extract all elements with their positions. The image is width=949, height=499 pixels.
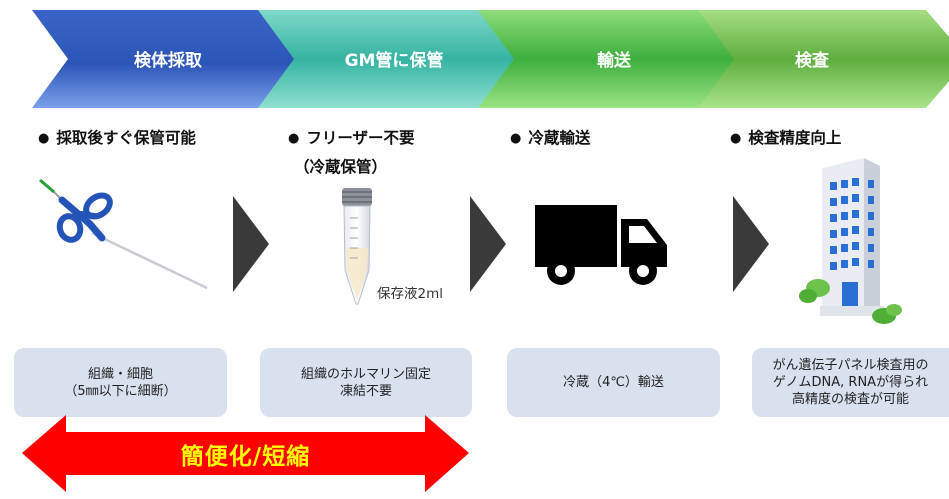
liquid-volume-label: 保存液2ml	[377, 286, 443, 302]
step-chevron-transport: 輸送	[478, 8, 750, 110]
step-label: 検査	[795, 50, 829, 71]
bullet-text: 採取後すぐ保管可能	[56, 129, 196, 147]
biopsy-needle-icon	[39, 178, 208, 290]
step-chevron-testing: 検査	[698, 8, 949, 110]
step-label: 輸送	[597, 50, 631, 71]
info-line: 凍結不要	[339, 383, 392, 399]
info-box-testing: がん遺伝子パネル検査用の ゲノムDNA, RNAが得られ 高精度の検査が可能	[752, 348, 949, 417]
info-line: 冷蔵（4℃）輸送	[563, 375, 664, 390]
bullet-storage-sub: （冷蔵保管）	[294, 158, 388, 176]
bullet-text: 冷蔵輸送	[528, 129, 591, 147]
step-chevron-sampling: 検体採取	[32, 8, 304, 110]
step-label: 検体採取	[134, 50, 202, 71]
bullet-testing: ● 検査精度向上	[730, 126, 841, 148]
info-box-transport: 冷蔵（4℃）輸送	[507, 348, 720, 417]
info-line: ゲノムDNA, RNAが得られ	[772, 375, 929, 390]
banner-text: 簡便化/短縮	[180, 443, 311, 470]
step-label: GM管に保管	[344, 50, 444, 71]
dark-arrow-2-icon	[470, 196, 506, 292]
truck-icon	[535, 205, 667, 285]
info-line: 高精度の検査が可能	[791, 392, 909, 407]
dark-arrow-3-icon	[733, 196, 769, 292]
bullet-transport: ● 冷蔵輸送	[510, 126, 590, 148]
bullet-sampling: ● 採取後すぐ保管可能	[38, 126, 196, 148]
bullet-text: フリーザー不要	[306, 129, 415, 147]
dark-arrow-1-icon	[233, 196, 269, 292]
hospital-building-icon	[799, 158, 902, 324]
info-line: （5㎜以下に細断）	[64, 383, 177, 399]
double-arrow-icon	[22, 415, 469, 492]
info-box-sampling: 組織・細胞 （5㎜以下に細断）	[14, 348, 227, 417]
info-line: 組織・細胞	[87, 366, 153, 382]
bullet-dot-icon: ●	[730, 131, 742, 146]
bullet-dot-icon: ●	[38, 131, 50, 146]
info-box-storage: 組織のホルマリン固定 凍結不要	[260, 348, 472, 417]
sample-tube-icon	[342, 188, 372, 305]
bullet-text: 検査精度向上	[748, 129, 842, 147]
info-line: 組織のホルマリン固定	[300, 366, 431, 382]
bullet-storage: ● フリーザー不要	[288, 126, 415, 148]
bullet-dot-icon: ●	[510, 131, 522, 146]
info-line: がん遺伝子パネル検査用の	[772, 358, 929, 373]
bullet-dot-icon: ●	[288, 131, 300, 146]
step-chevron-storage: GM管に保管	[258, 8, 530, 110]
simplification-banner: 簡便化/短縮	[22, 415, 469, 492]
